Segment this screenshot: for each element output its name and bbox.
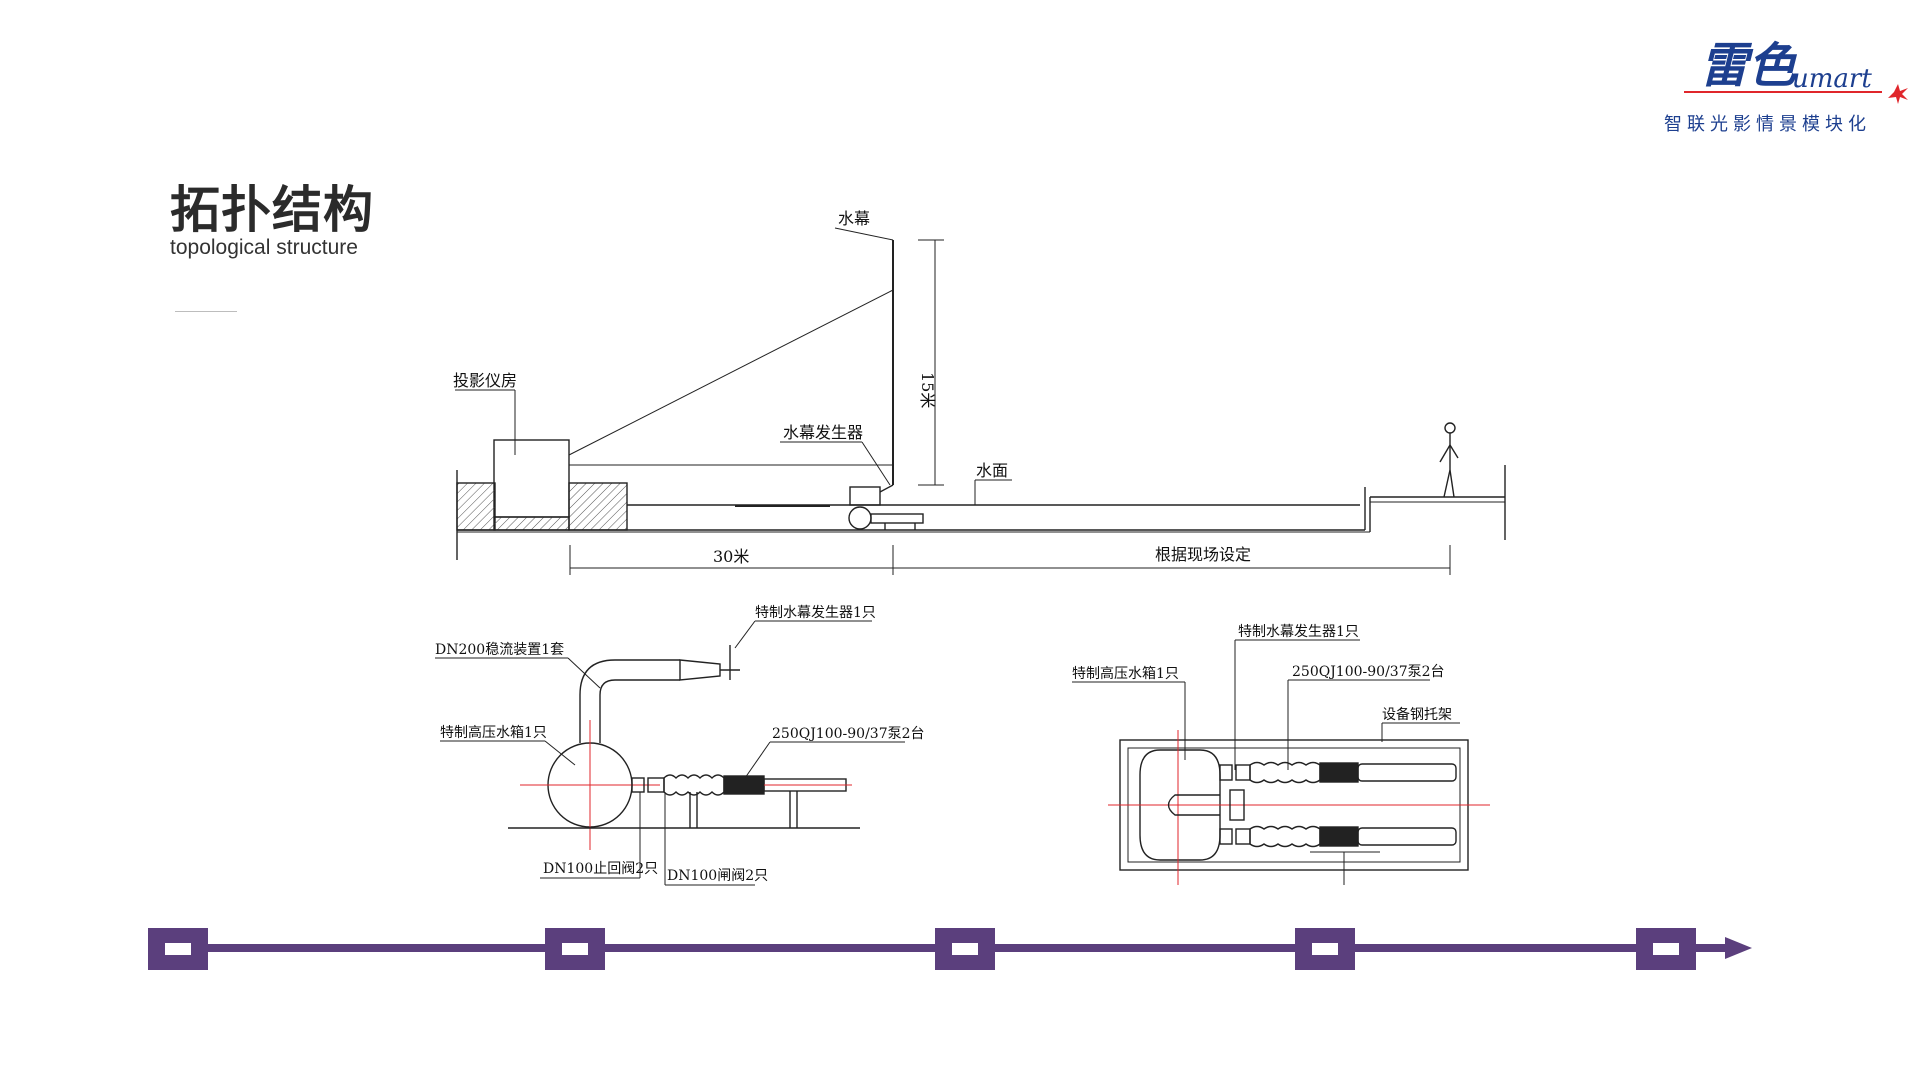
- label-water-screen: 水幕: [838, 209, 870, 228]
- projector-room: [493, 439, 570, 518]
- plan-tank: [1139, 749, 1221, 861]
- logo-tagline: 智联光影情景模块化: [1664, 114, 1871, 135]
- person-figure: [1439, 422, 1459, 498]
- elevation-view: [455, 227, 1506, 575]
- timeline-node-5: [1636, 928, 1696, 970]
- timeline-bar: [148, 928, 1752, 970]
- left-foundation: [456, 482, 496, 531]
- plan-label-frame: 设备钢托架: [1382, 706, 1452, 723]
- room-floor: [493, 516, 570, 531]
- timeline-node-4: [1295, 928, 1355, 970]
- plan-label-tank: 特制高压水箱1只: [1072, 665, 1179, 682]
- label-projector-room: 投影仪房: [453, 371, 517, 390]
- plan-pump-motor-top: [1319, 762, 1359, 783]
- plan-label-pump: 250QJ100-90/37泵2台: [1292, 664, 1445, 680]
- projection-ray-upper: [568, 289, 894, 456]
- side-pump-motor: [723, 775, 765, 795]
- page-subtitle: topological structure: [170, 236, 358, 259]
- timeline-node-2: [545, 928, 605, 970]
- label-height: 15米: [918, 372, 937, 408]
- elevation-labels: 水幕 投影仪房 水幕发生器 水面 30米 根据现场设定 15米: [453, 209, 1251, 566]
- page-title: 拓扑结构: [170, 181, 374, 239]
- side-label-tank: 特制高压水箱1只: [440, 724, 547, 741]
- side-label-generator: 特制水幕发生器1只: [755, 605, 876, 621]
- plan-view: [1072, 639, 1490, 885]
- label-dist-left: 30米: [713, 547, 749, 566]
- plan-view-labels: 特制水幕发生器1只 特制高压水箱1只 250QJ100-90/37泵2台 设备钢…: [1072, 624, 1452, 723]
- side-label-stabilizer: DN200稳流装置1套: [435, 642, 564, 658]
- title-divider: [175, 311, 237, 312]
- timeline-node-1: [148, 928, 208, 970]
- side-label-pump: 250QJ100-90/37泵2台: [772, 726, 925, 742]
- generator-tank-small: [848, 506, 872, 530]
- label-dist-right: 根据现场设定: [1155, 545, 1251, 564]
- plan-pump-motor-bottom: [1319, 826, 1359, 847]
- side-view-labels: 特制水幕发生器1只 DN200稳流装置1套 特制高压水箱1只 250QJ100-…: [435, 605, 925, 884]
- logo-mark-text: 雷色: [1700, 38, 1798, 94]
- right-foundation: [568, 482, 628, 531]
- label-generator: 水幕发生器: [783, 423, 863, 442]
- label-water-surface: 水面: [976, 461, 1008, 480]
- logo-star-icon: [1888, 84, 1908, 104]
- plan-label-generator: 特制水幕发生器1只: [1238, 624, 1359, 640]
- brand-logo: 雷色 umart 智联光影情景模块化: [1664, 38, 1908, 135]
- side-view: [435, 620, 905, 886]
- timeline-arrow-icon: [1725, 937, 1752, 959]
- side-label-gate-valve: DN100闸阀2只: [667, 868, 768, 884]
- logo-script-text: umart: [1792, 64, 1872, 94]
- timeline-node-3: [935, 928, 995, 970]
- side-label-check-valve: DN100止回阀2只: [543, 861, 658, 877]
